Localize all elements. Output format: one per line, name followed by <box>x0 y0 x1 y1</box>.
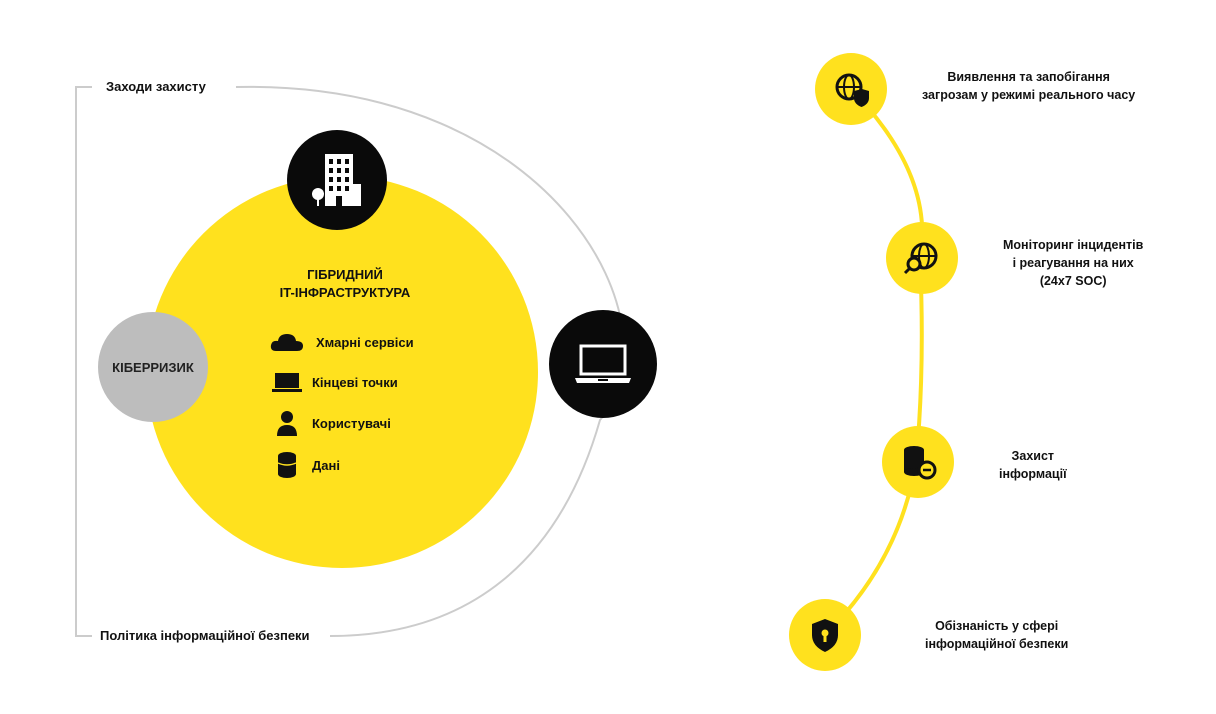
user-icon <box>277 411 297 436</box>
bottom-label: Політика інформаційної безпеки <box>96 628 314 643</box>
item-data: Дані <box>270 451 340 479</box>
step-2-line-3: (24x7 SOC) <box>1039 274 1107 288</box>
item-users-label: Користувачі <box>312 415 391 431</box>
step-3-circle <box>882 426 954 498</box>
step-2-text: Моніторинг інцидентів і реагування на ни… <box>1003 236 1143 290</box>
step-3-text: Захист інформації <box>999 447 1067 483</box>
title-line-2: IT-ІНФРАСТРУКТУРА <box>279 285 411 300</box>
item-endpoints: Кінцеві точки <box>270 368 398 396</box>
title-line-1: ГІБРИДНИЙ <box>307 267 383 282</box>
step-4-circle <box>789 599 861 671</box>
database-icon <box>277 452 297 478</box>
item-cloud-label: Хмарні сервіси <box>316 334 414 350</box>
item-data-label: Дані <box>312 457 340 473</box>
infrastructure-title: ГІБРИДНИЙ IT-ІНФРАСТРУКТУРА <box>240 266 450 302</box>
step-1-text: Виявлення та запобігання загрозам у режи… <box>922 68 1135 104</box>
item-endpoints-label: Кінцеві точки <box>312 374 398 390</box>
step-4-line-2: інформаційної безпеки <box>925 637 1069 651</box>
item-users: Користувачі <box>270 409 391 437</box>
top-label: Заходи захисту <box>102 79 210 94</box>
endpoint-circle <box>549 310 657 418</box>
step-2-line-1: Моніторинг інцидентів <box>1003 238 1144 252</box>
step-4-line-1: Обізнаність у сфері <box>935 619 1059 633</box>
cyber-risk-label: КІБЕРРИЗИК <box>112 359 194 375</box>
building-circle <box>287 130 387 230</box>
globe-search-icon <box>903 242 938 275</box>
data-lock-icon <box>904 446 937 480</box>
step-2-circle <box>886 222 958 294</box>
step-3-line-1: Захист <box>1011 449 1055 463</box>
step-4-text: Обізнаність у сфері інформаційної безпек… <box>925 617 1068 653</box>
infrastructure-circle <box>146 176 538 568</box>
laptop-icon <box>272 373 302 392</box>
building-icon <box>312 154 361 206</box>
step-1-circle <box>815 53 887 125</box>
item-cloud: Хмарні сервіси <box>270 328 414 356</box>
cloud-icon <box>270 334 303 351</box>
step-3-line-2: інформації <box>999 467 1067 481</box>
cyber-risk-circle: КІБЕРРИЗИК <box>98 312 208 422</box>
shield-lock-icon <box>812 619 838 652</box>
step-1-line-2: загрозам у режимі реального часу <box>922 88 1136 102</box>
step-1-line-1: Виявлення та запобігання <box>947 70 1110 84</box>
globe-shield-icon <box>835 73 869 107</box>
step-2-line-2: і реагування на них <box>1012 256 1134 270</box>
laptop-icon <box>575 344 631 383</box>
